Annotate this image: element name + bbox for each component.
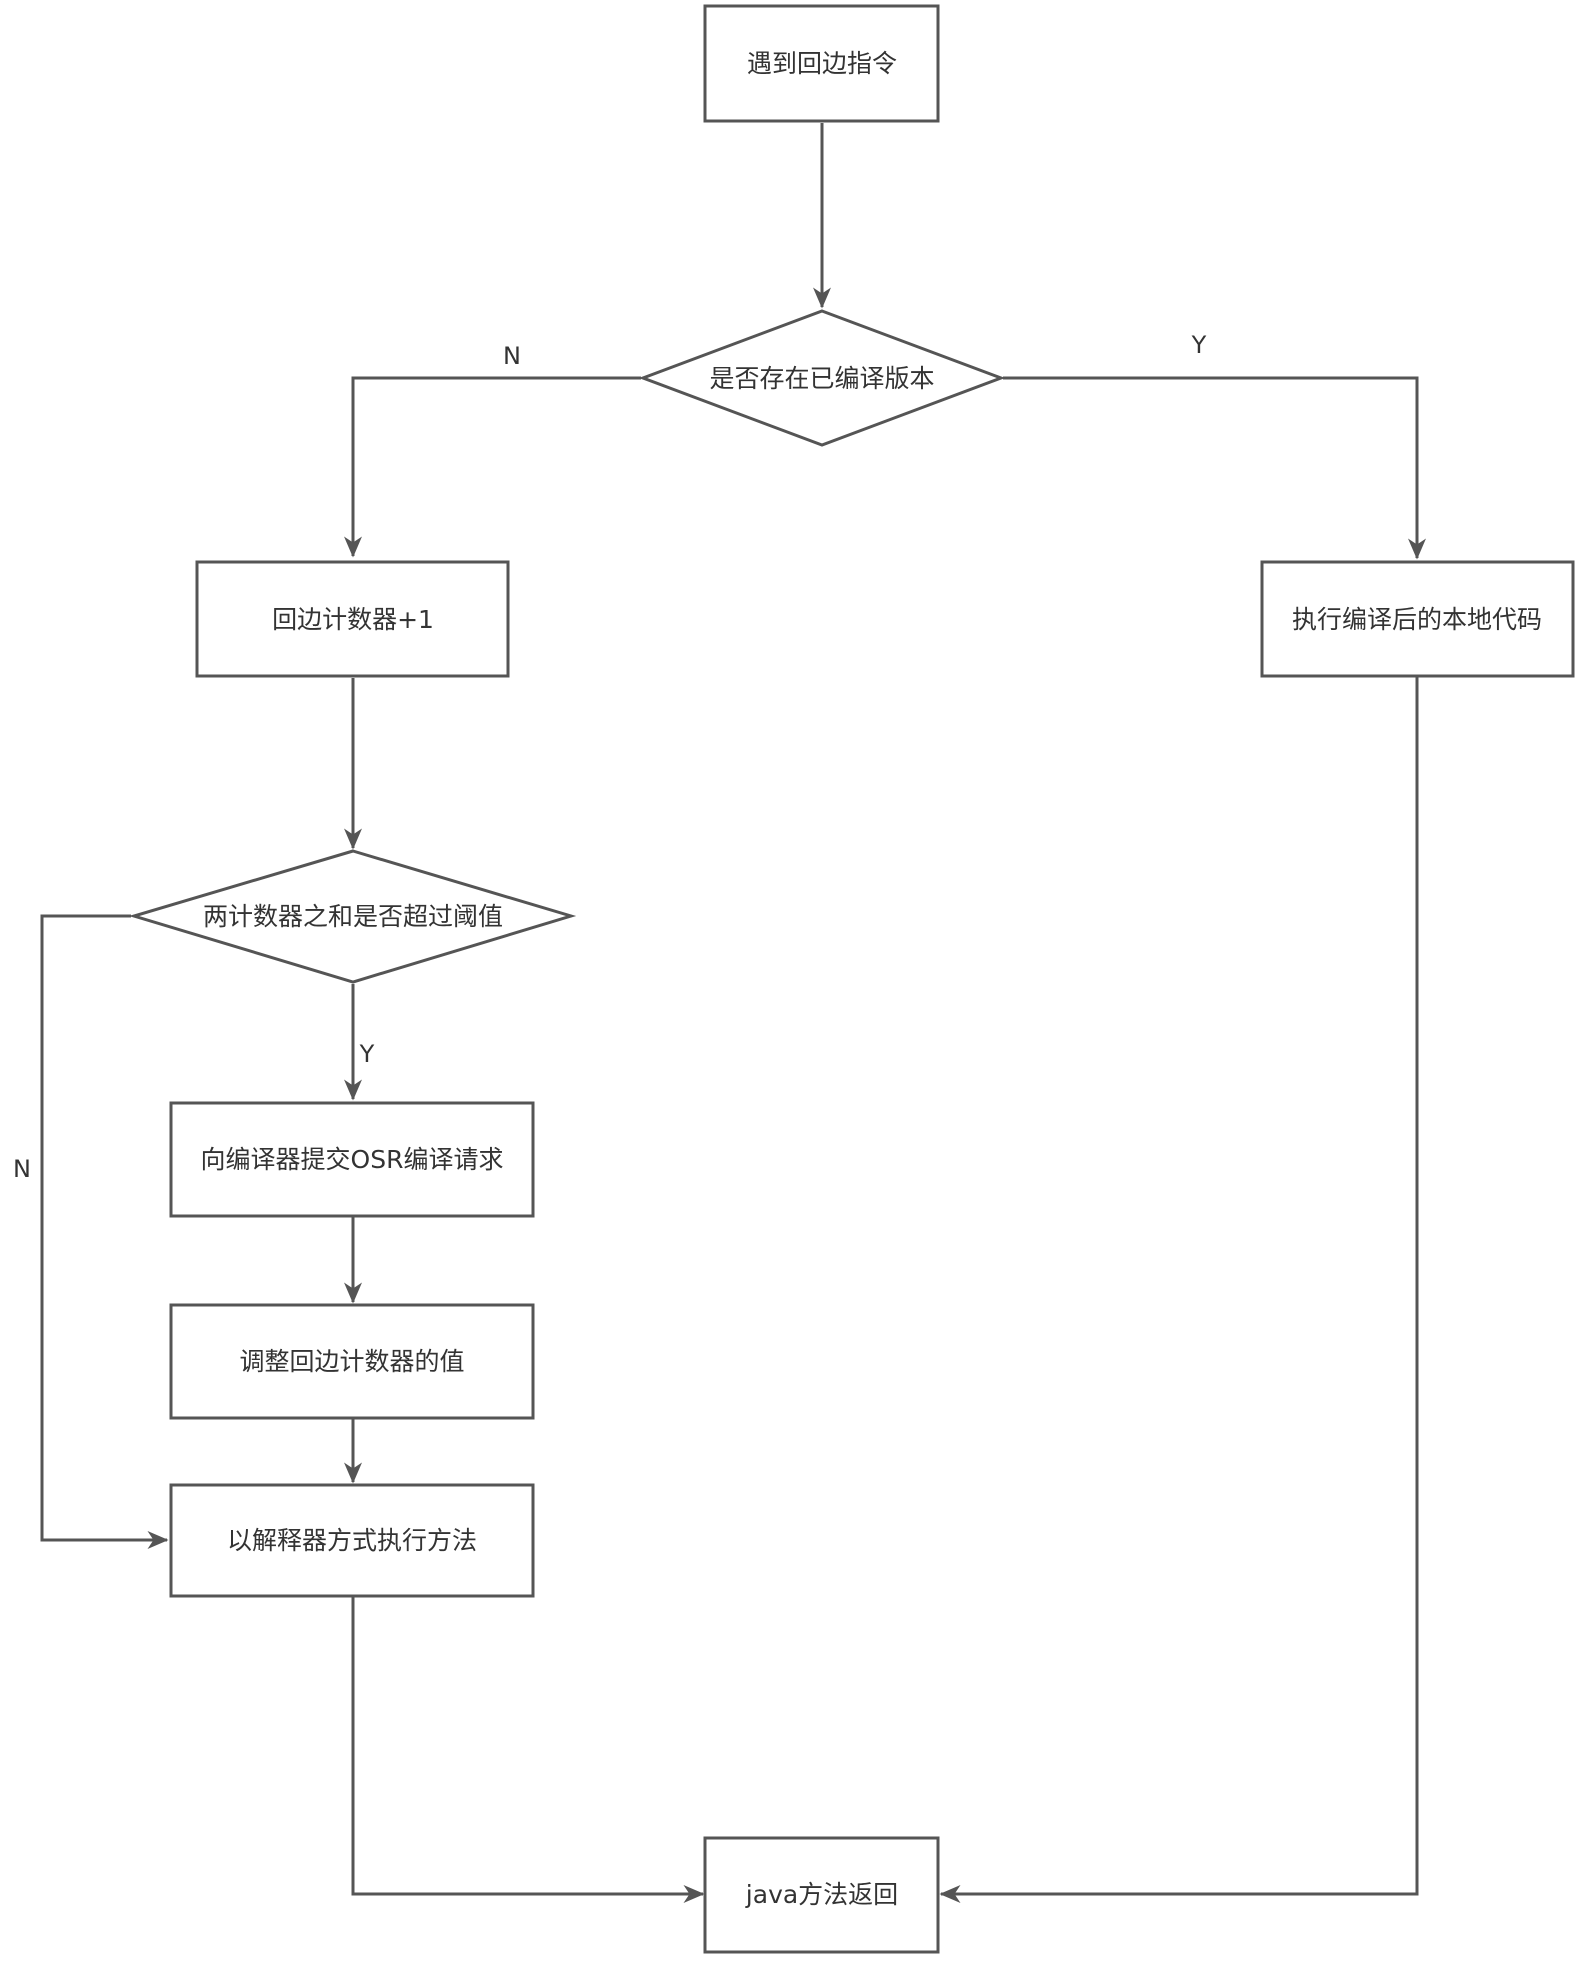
node-counter-inc-label: 回边计数器+1 (272, 605, 434, 634)
edge-label-threshold-no: N (13, 1155, 31, 1183)
edge-threshold-no (40, 914, 169, 1549)
edge-label-check-no: N (503, 342, 521, 370)
edge-check-no (344, 376, 641, 558)
node-has-compiled-label: 是否存在已编译版本 (709, 364, 934, 393)
node-submit-osr-label: 向编译器提交OSR编译请求 (201, 1145, 504, 1174)
node-adjust-counter: 调整回边计数器的值 (169, 1303, 535, 1420)
nodes: 遇到回边指令 是否存在已编译版本 回边计数器+1 执行编译后的本地代码 两计数器… (128, 4, 1575, 1954)
node-threshold-check: 两计数器之和是否超过阈值 (128, 849, 577, 984)
node-start: 遇到回边指令 (703, 4, 940, 123)
node-counter-inc: 回边计数器+1 (195, 560, 510, 678)
node-adjust-counter-label: 调整回边计数器的值 (239, 1347, 464, 1376)
node-submit-osr: 向编译器提交OSR编译请求 (169, 1101, 535, 1218)
node-interpret-label: 以解释器方式执行方法 (227, 1526, 477, 1555)
node-start-label: 遇到回边指令 (747, 49, 897, 78)
edge-labels: N Y Y N (13, 331, 1207, 1183)
node-java-return: java方法返回 (703, 1836, 940, 1954)
node-threshold-check-label: 两计数器之和是否超过阈值 (203, 902, 503, 931)
node-interpret: 以解释器方式执行方法 (169, 1483, 535, 1598)
edge-label-check-yes: Y (1191, 331, 1207, 359)
edges (40, 123, 1426, 1903)
edge-check-yes (1003, 376, 1426, 560)
edge-label-threshold-yes: Y (359, 1040, 375, 1068)
edge-interpret-to-return (351, 1596, 705, 1903)
node-has-compiled: 是否存在已编译版本 (638, 309, 1006, 447)
node-exec-native: 执行编译后的本地代码 (1260, 560, 1575, 678)
node-java-return-label: java方法返回 (745, 1880, 898, 1909)
node-exec-native-label: 执行编译后的本地代码 (1292, 605, 1542, 634)
edge-native-to-return (939, 677, 1419, 1903)
